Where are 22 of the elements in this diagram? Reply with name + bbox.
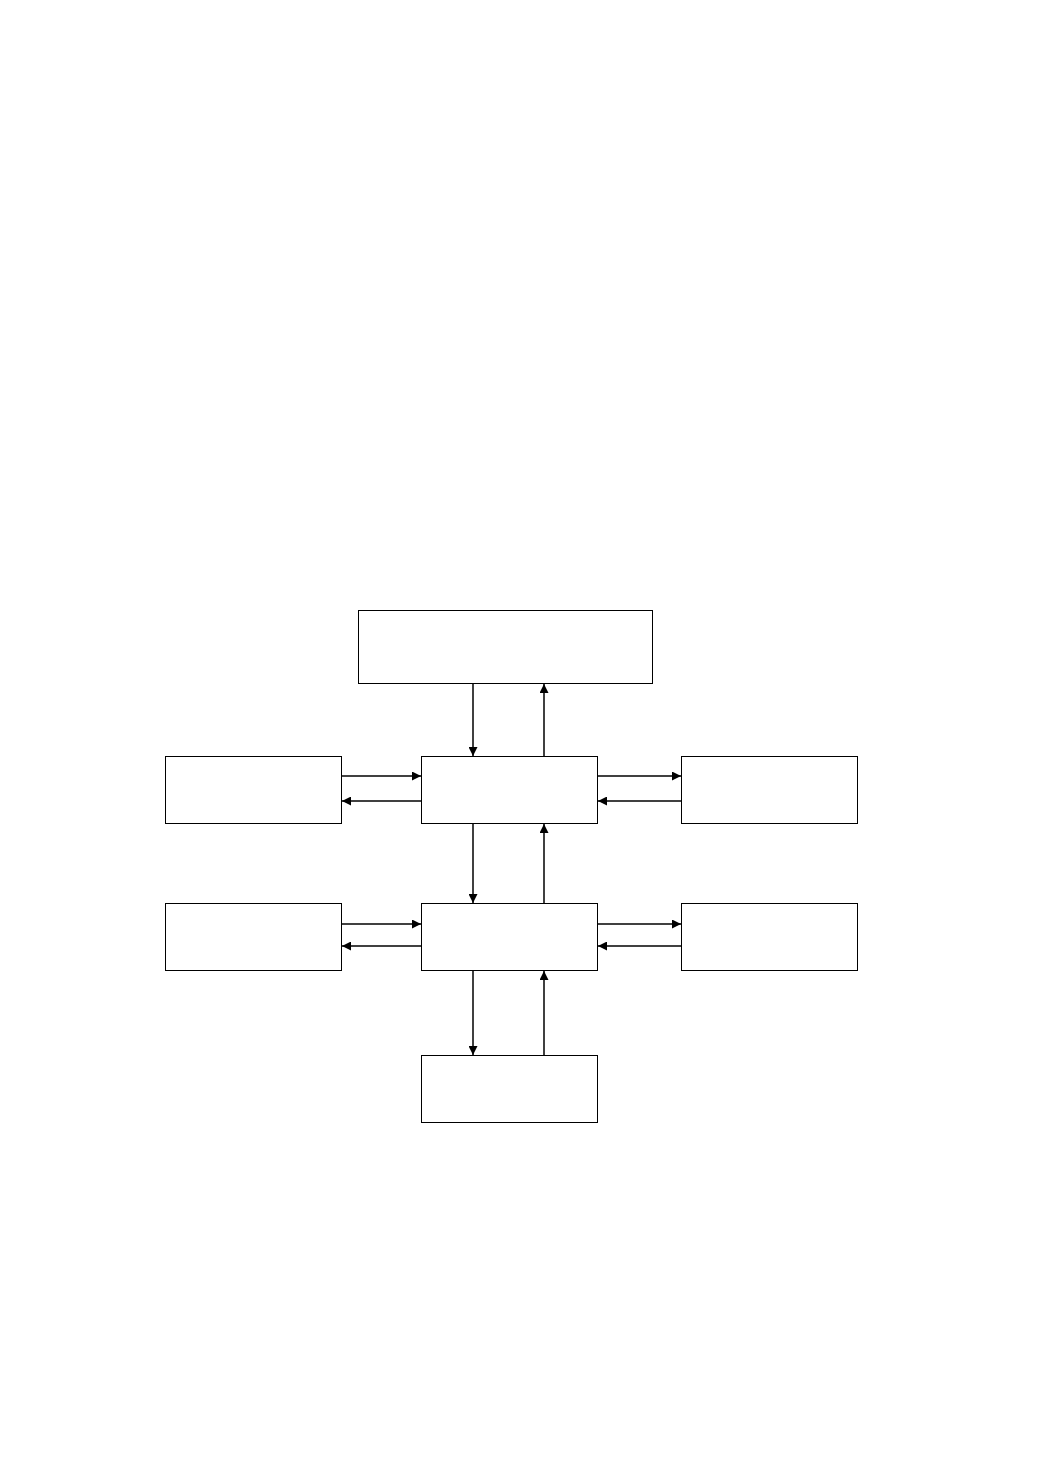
empty-box [165, 903, 342, 971]
arrow [341, 941, 422, 951]
empty-box [421, 1055, 598, 1123]
empty-box [421, 756, 598, 824]
arrow [597, 796, 682, 806]
empty-box [165, 756, 342, 824]
arrow [539, 970, 549, 1056]
arrow [468, 823, 478, 904]
arrow [341, 919, 422, 929]
arrow [468, 970, 478, 1056]
arrow [597, 771, 682, 781]
arrow [597, 941, 682, 951]
arrow [468, 683, 478, 757]
empty-box [421, 903, 598, 971]
empty-box [681, 756, 858, 824]
arrow [597, 919, 682, 929]
empty-box [358, 610, 653, 684]
arrow [341, 771, 422, 781]
arrow [341, 796, 422, 806]
arrow [539, 823, 549, 904]
empty-box [681, 903, 858, 971]
arrow [539, 683, 549, 757]
